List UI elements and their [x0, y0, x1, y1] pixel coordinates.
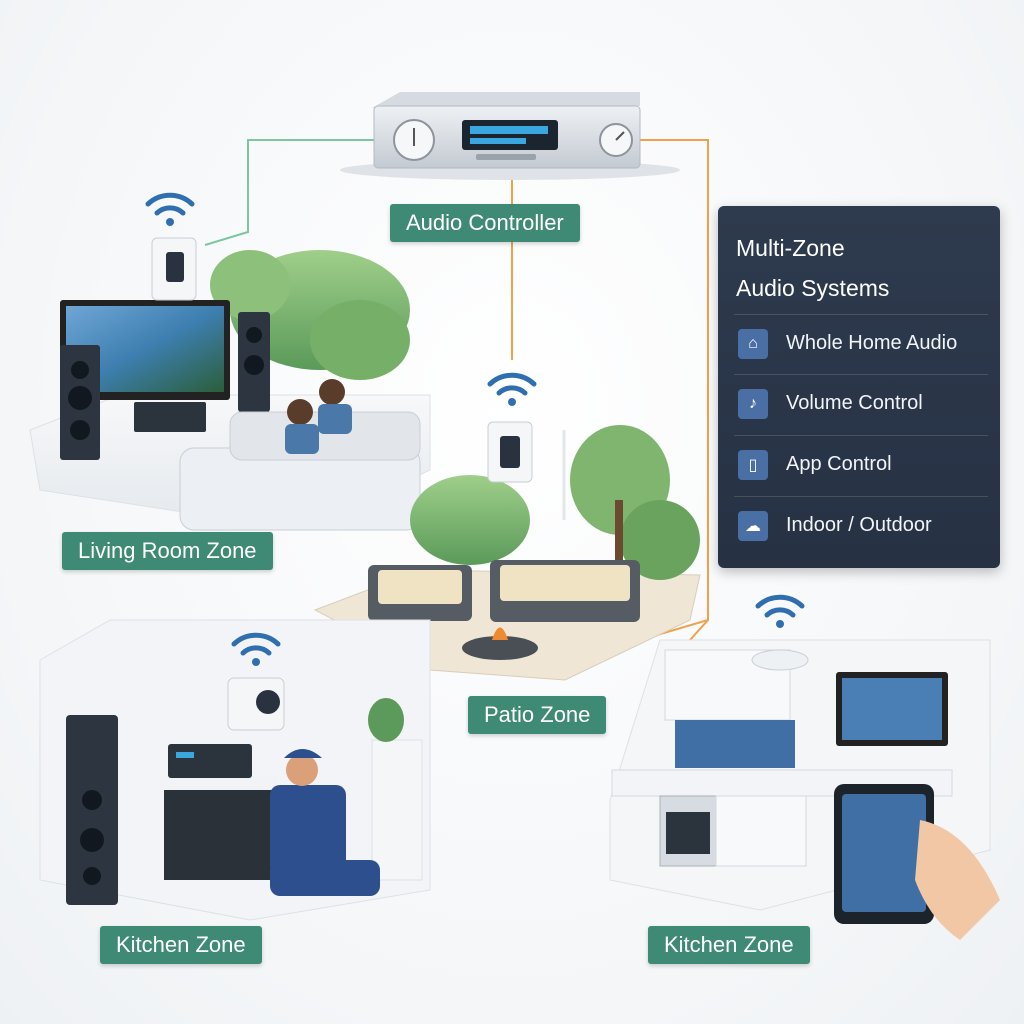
- panel-item-label: Indoor / Outdoor: [786, 514, 932, 536]
- panel-item-label: Whole Home Audio: [786, 332, 958, 354]
- kitchen-left-scene: [39, 619, 431, 921]
- weather-icon: ☁: [738, 511, 768, 541]
- speaker-icon: ♪: [738, 389, 768, 419]
- audio-controller-device: [340, 92, 680, 180]
- wifi-icon: [145, 192, 195, 226]
- patio-zone-label: Patio Zone: [468, 696, 607, 734]
- panel-title-line2: Audio Systems: [736, 275, 890, 301]
- wifi-icon: [487, 372, 537, 406]
- panel-item-indoor-outdoor: ☁ Indoor / Outdoor: [734, 496, 988, 557]
- wifi-icon: [755, 594, 805, 628]
- panel-item-label: App Control: [786, 453, 892, 475]
- panel-item-whole-home-audio: ⌂ Whole Home Audio: [734, 314, 988, 375]
- audio-controller-label: Audio Controller: [390, 204, 580, 242]
- living-room-scene: [29, 237, 431, 531]
- living-room-zone-label: Living Room Zone: [62, 532, 273, 570]
- tablet-icon: ▯: [738, 450, 768, 480]
- kitchen-zone-label-left: Kitchen Zone: [100, 926, 262, 964]
- features-panel: Multi-Zone Audio Systems ⌂ Whole Home Au…: [718, 206, 1000, 568]
- panel-item-label: Volume Control: [786, 392, 923, 414]
- panel-title: Multi-Zone Audio Systems: [736, 228, 986, 308]
- home-icon: ⌂: [738, 329, 768, 359]
- wifi-icon: [231, 632, 281, 666]
- panel-title-line1: Multi-Zone: [736, 235, 845, 261]
- kitchen-zone-label-right: Kitchen Zone: [648, 926, 810, 964]
- patio-scene: [313, 421, 701, 681]
- panel-item-app-control: ▯ App Control: [734, 435, 988, 496]
- panel-item-volume-control: ♪ Volume Control: [734, 374, 988, 435]
- kitchen-right-scene: [609, 639, 1000, 940]
